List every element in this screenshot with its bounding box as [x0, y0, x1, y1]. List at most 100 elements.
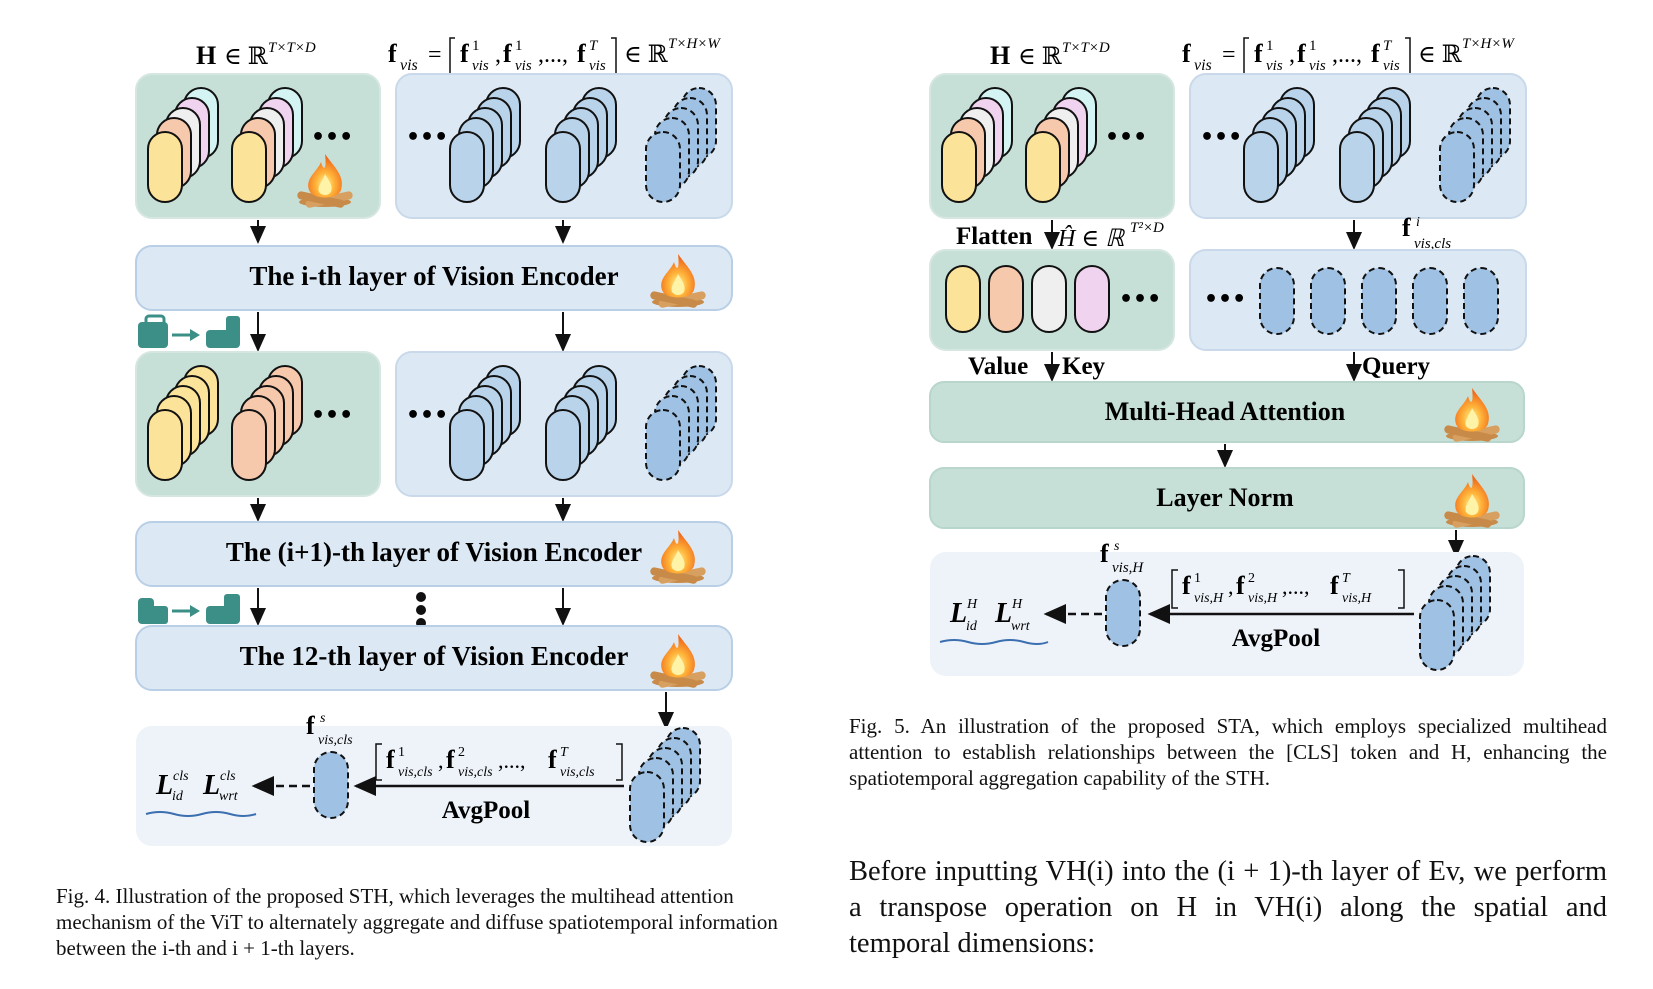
svg-text:T: T	[1383, 38, 1393, 54]
figure-4-caption: Fig. 4. Illustration of the proposed STH…	[56, 884, 778, 960]
svg-text:,...,: ,...,	[1282, 574, 1310, 599]
svg-text:2: 2	[1248, 571, 1255, 586]
svg-text:∈ ℝ: ∈ ℝ	[224, 44, 269, 70]
svg-text:vis: vis	[515, 58, 532, 74]
frame-token-stack	[449, 87, 521, 203]
svg-text:f: f	[386, 745, 395, 774]
h-formula-superscript: T×T×D	[268, 40, 316, 56]
svg-text:f: f	[1182, 39, 1191, 68]
svg-text:,: ,	[1289, 42, 1295, 68]
svg-text:cls: cls	[220, 769, 236, 784]
svg-text:vis,cls: vis,cls	[1414, 236, 1451, 252]
svg-text:f: f	[577, 39, 586, 68]
value-label: Value	[968, 353, 1028, 380]
svg-text:,...,: ,...,	[1332, 42, 1362, 68]
svg-text:T: T	[589, 38, 599, 54]
layer-norm-block	[929, 467, 1525, 529]
history-token-stack	[147, 365, 219, 481]
query-token-row	[1259, 267, 1499, 335]
svg-text:1: 1	[515, 38, 523, 54]
loss-wrt-h-label: L	[994, 598, 1012, 629]
history-token-stack	[941, 87, 1013, 203]
svg-text:1: 1	[1309, 38, 1317, 54]
layer-i-plus-1-label: The (i+1)-th layer of Vision Encoder	[226, 537, 642, 567]
svg-text:,: ,	[1228, 574, 1234, 599]
layer-12-label: The 12-th layer of Vision Encoder	[240, 641, 629, 671]
loss-id-label: L	[155, 770, 173, 801]
aggregated-cls-token	[313, 751, 349, 819]
vision-encoder-layer-12	[135, 625, 733, 691]
frame-token-stack	[1243, 87, 1315, 203]
history-token-stack	[147, 87, 219, 203]
cls-token-stack-dashed	[1419, 555, 1491, 671]
cls-token-stack-dashed	[645, 365, 717, 481]
cls-token-stack-dashed	[1439, 87, 1511, 203]
vision-encoder-layer-i-plus-1	[135, 521, 733, 587]
svg-text:s: s	[320, 711, 326, 726]
svg-text:,...,: ,...,	[538, 42, 568, 68]
aggregated-h-token	[1105, 579, 1141, 647]
svg-text:f: f	[446, 745, 455, 774]
loss-wrt-label: L	[202, 770, 220, 801]
svg-text:∈ ℝ: ∈ ℝ	[1418, 42, 1463, 68]
transpose-icon	[138, 314, 240, 348]
vertical-ellipsis	[416, 592, 426, 628]
key-label: Key	[1062, 353, 1106, 380]
body-paragraph: Before inputting VH(i) into the (i + 1)-…	[849, 856, 1607, 959]
h-formula-label: H	[196, 41, 216, 70]
svg-text:T×H×W: T×H×W	[1462, 36, 1515, 52]
svg-text:f: f	[460, 39, 469, 68]
svg-text:,: ,	[495, 42, 501, 68]
svg-text:f: f	[1371, 39, 1380, 68]
frame-token-stack	[449, 365, 521, 481]
svg-text:•••: •••	[1200, 125, 1242, 150]
figure-4: H ∈ ℝ T×T×D f vis = f 1 vis , f 1 vis ,.…	[135, 36, 733, 846]
ellipsis-dots: •••	[406, 125, 448, 150]
svg-text:∈ ℝ: ∈ ℝ	[1018, 44, 1063, 70]
svg-text:vis: vis	[1383, 58, 1400, 74]
value-key-token	[988, 265, 1024, 333]
flatten-label: Flatten	[956, 223, 1032, 250]
svg-text:H: H	[1011, 597, 1023, 612]
svg-text:id: id	[172, 789, 184, 804]
svg-text:f: f	[1254, 39, 1263, 68]
svg-text:vis,cls: vis,cls	[560, 765, 595, 780]
svg-text:f: f	[548, 745, 557, 774]
svg-text:,...,: ,...,	[498, 748, 526, 773]
svg-text:s: s	[1114, 539, 1120, 554]
svg-text:=: =	[1222, 42, 1236, 68]
frame-token-stack	[545, 87, 617, 203]
multi-head-attention-block	[929, 381, 1525, 443]
cls-token-stack-dashed	[645, 87, 717, 203]
svg-text:•••: •••	[1119, 287, 1161, 312]
svg-text:vis: vis	[1309, 58, 1326, 74]
svg-text:1: 1	[398, 745, 405, 760]
value-key-token	[945, 265, 981, 333]
fs-cls-label: f	[306, 711, 315, 740]
query-label: Query	[1362, 353, 1431, 380]
svg-text:vis: vis	[1194, 57, 1212, 74]
layer-i-label: The i-th layer of Vision Encoder	[249, 261, 618, 291]
value-key-token	[1031, 265, 1067, 333]
ellipsis-dots: •••	[406, 403, 448, 428]
frame-token-stack	[545, 365, 617, 481]
frame-token-stack	[1339, 87, 1411, 203]
svg-text:T: T	[560, 745, 569, 760]
avgpool-label: AvgPool	[1232, 625, 1320, 652]
svg-text:vis: vis	[400, 57, 418, 74]
history-token-stack	[231, 365, 303, 481]
vision-encoder-layer-i	[135, 245, 733, 311]
svg-text:f: f	[1330, 571, 1339, 600]
history-token-stack	[231, 87, 303, 203]
svg-text:,: ,	[438, 748, 444, 773]
svg-text:vis: vis	[472, 58, 489, 74]
svg-text:•••: •••	[1204, 287, 1246, 312]
figure-5: H ∈ ℝ T×T×D f vis = f 1 vis , f 1 vis ,.…	[929, 36, 1527, 676]
svg-text:1: 1	[472, 38, 480, 54]
svg-text:H: H	[990, 41, 1010, 70]
svg-text:=: =	[428, 42, 442, 68]
svg-text:vis,cls: vis,cls	[398, 765, 433, 780]
value-key-token	[1074, 265, 1110, 333]
svg-text:vis: vis	[1266, 58, 1283, 74]
